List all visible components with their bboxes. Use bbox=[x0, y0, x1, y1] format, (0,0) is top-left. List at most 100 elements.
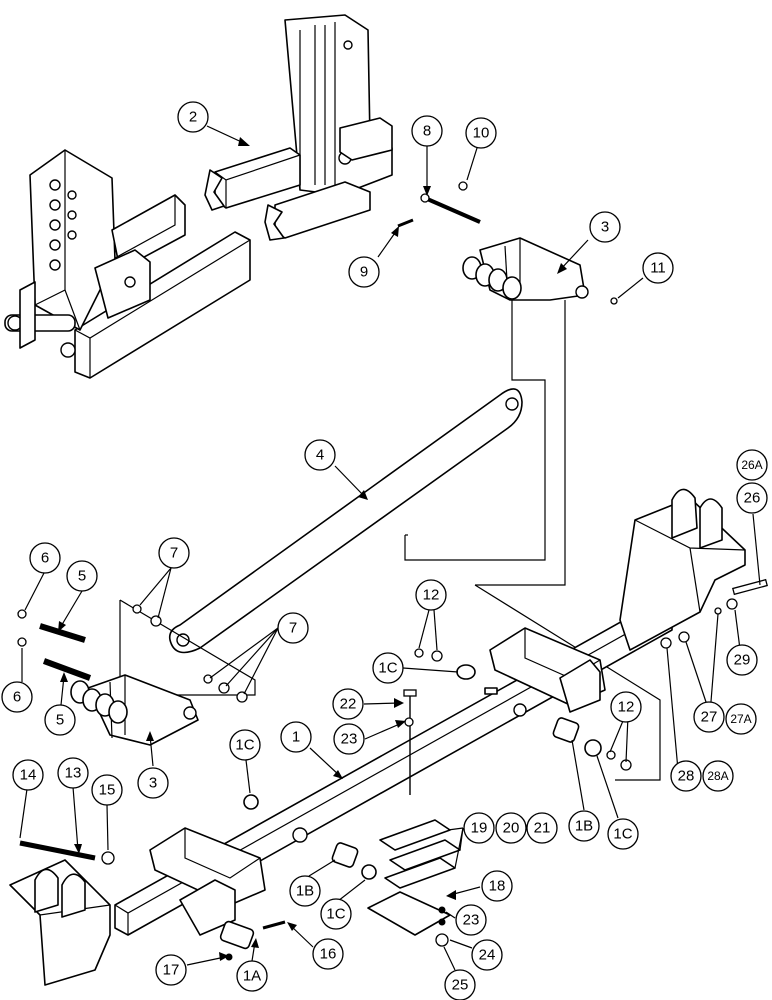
callout-1c: 1C bbox=[229, 729, 261, 761]
svg-text:12: 12 bbox=[618, 699, 635, 716]
callout-3: 3 bbox=[589, 211, 621, 243]
callout-28: 28 bbox=[670, 760, 702, 792]
callout-29: 29 bbox=[726, 644, 758, 676]
svg-text:12: 12 bbox=[423, 587, 440, 604]
callout-8: 8 bbox=[411, 115, 443, 147]
hardware bbox=[17, 181, 768, 961]
svg-text:29: 29 bbox=[734, 652, 751, 669]
svg-text:1A: 1A bbox=[243, 968, 261, 985]
callout-4: 4 bbox=[304, 439, 336, 471]
callout-1: 1 bbox=[280, 721, 312, 753]
frame-part-2 bbox=[204, 14, 393, 241]
callout-10: 10 bbox=[465, 117, 497, 149]
svg-text:28: 28 bbox=[678, 768, 695, 785]
callout-5: 5 bbox=[44, 704, 76, 736]
callout-1c: 1C bbox=[320, 898, 352, 930]
link-bar-part-4 bbox=[168, 388, 523, 654]
svg-text:28A: 28A bbox=[707, 769, 728, 783]
callout-6: 6 bbox=[1, 681, 33, 713]
callout-24: 24 bbox=[471, 939, 503, 971]
callout-19: 19 bbox=[463, 812, 495, 844]
callout-2: 2 bbox=[177, 101, 209, 133]
callout-17: 17 bbox=[155, 954, 187, 986]
callout-15: 15 bbox=[91, 774, 123, 806]
callout-14: 14 bbox=[12, 759, 44, 791]
callout-23: 23 bbox=[455, 904, 487, 936]
svg-text:7: 7 bbox=[170, 545, 178, 562]
callout-26a: 26A bbox=[736, 449, 768, 481]
callouts: 2 8 10 3 9 11 4 26A 26 6 5 7 12 1C 6 5 7… bbox=[1, 101, 768, 1000]
svg-text:13: 13 bbox=[65, 765, 82, 782]
svg-text:4: 4 bbox=[316, 447, 324, 464]
svg-text:23: 23 bbox=[463, 912, 480, 929]
explode-guide-lines bbox=[119, 300, 661, 781]
callout-1b: 1B bbox=[568, 810, 600, 842]
svg-text:23: 23 bbox=[341, 731, 358, 748]
svg-text:1C: 1C bbox=[235, 737, 254, 754]
callout-21: 21 bbox=[526, 812, 558, 844]
svg-text:27: 27 bbox=[701, 709, 718, 726]
svg-text:21: 21 bbox=[534, 820, 551, 837]
svg-text:16: 16 bbox=[320, 946, 337, 963]
svg-text:27A: 27A bbox=[730, 712, 751, 726]
callout-26: 26 bbox=[736, 482, 768, 514]
svg-text:1C: 1C bbox=[613, 826, 632, 843]
svg-text:6: 6 bbox=[13, 689, 21, 706]
svg-text:6: 6 bbox=[41, 550, 49, 567]
hinge-bracket-lower bbox=[70, 674, 199, 746]
main-frame-part-1 bbox=[9, 488, 746, 986]
callout-22: 22 bbox=[332, 688, 364, 720]
callout-11: 11 bbox=[642, 252, 674, 284]
svg-text:19: 19 bbox=[471, 820, 488, 837]
callout-7: 7 bbox=[158, 537, 190, 569]
svg-text:14: 14 bbox=[20, 767, 37, 784]
svg-text:1B: 1B bbox=[575, 818, 593, 835]
svg-text:1B: 1B bbox=[296, 883, 314, 900]
callout-1c: 1C bbox=[607, 818, 639, 850]
mast-left-part bbox=[4, 149, 251, 379]
callout-9: 9 bbox=[348, 256, 380, 288]
svg-text:9: 9 bbox=[360, 264, 368, 281]
hinge-bracket-upper bbox=[462, 237, 589, 301]
callout-28a: 28A bbox=[702, 760, 734, 792]
leader-lines bbox=[19, 125, 761, 971]
svg-text:3: 3 bbox=[601, 219, 609, 236]
svg-text:26A: 26A bbox=[741, 458, 762, 472]
callout-25: 25 bbox=[444, 969, 476, 1000]
svg-text:11: 11 bbox=[650, 260, 666, 277]
callout-12: 12 bbox=[415, 579, 447, 611]
svg-text:22: 22 bbox=[340, 696, 357, 713]
svg-text:10: 10 bbox=[473, 125, 490, 142]
callout-18: 18 bbox=[481, 870, 513, 902]
svg-text:3: 3 bbox=[149, 775, 157, 792]
svg-text:8: 8 bbox=[423, 123, 431, 140]
svg-text:1: 1 bbox=[292, 729, 300, 746]
callout-23: 23 bbox=[333, 723, 365, 755]
svg-text:17: 17 bbox=[163, 962, 180, 979]
callout-16: 16 bbox=[312, 938, 344, 970]
callout-27a: 27A bbox=[725, 703, 757, 735]
svg-text:15: 15 bbox=[99, 782, 116, 799]
svg-text:5: 5 bbox=[56, 712, 64, 729]
callout-5: 5 bbox=[66, 560, 98, 592]
svg-text:24: 24 bbox=[479, 947, 496, 964]
callout-20: 20 bbox=[495, 812, 527, 844]
svg-text:20: 20 bbox=[503, 820, 520, 837]
svg-text:18: 18 bbox=[489, 878, 506, 895]
svg-text:2: 2 bbox=[189, 109, 197, 126]
callout-1a: 1A bbox=[236, 960, 268, 992]
svg-text:1C: 1C bbox=[326, 906, 345, 923]
callout-27: 27 bbox=[693, 701, 725, 733]
callout-3: 3 bbox=[137, 767, 169, 799]
svg-text:7: 7 bbox=[289, 620, 297, 637]
callout-12: 12 bbox=[610, 691, 642, 723]
svg-text:1C: 1C bbox=[378, 660, 397, 677]
svg-text:26: 26 bbox=[744, 490, 761, 507]
callout-7: 7 bbox=[277, 612, 309, 644]
svg-text:25: 25 bbox=[452, 977, 469, 994]
callout-13: 13 bbox=[57, 757, 89, 789]
callout-6: 6 bbox=[29, 542, 61, 574]
callout-1b: 1B bbox=[289, 875, 321, 907]
callout-1c: 1C bbox=[372, 652, 404, 684]
svg-text:5: 5 bbox=[78, 568, 86, 585]
